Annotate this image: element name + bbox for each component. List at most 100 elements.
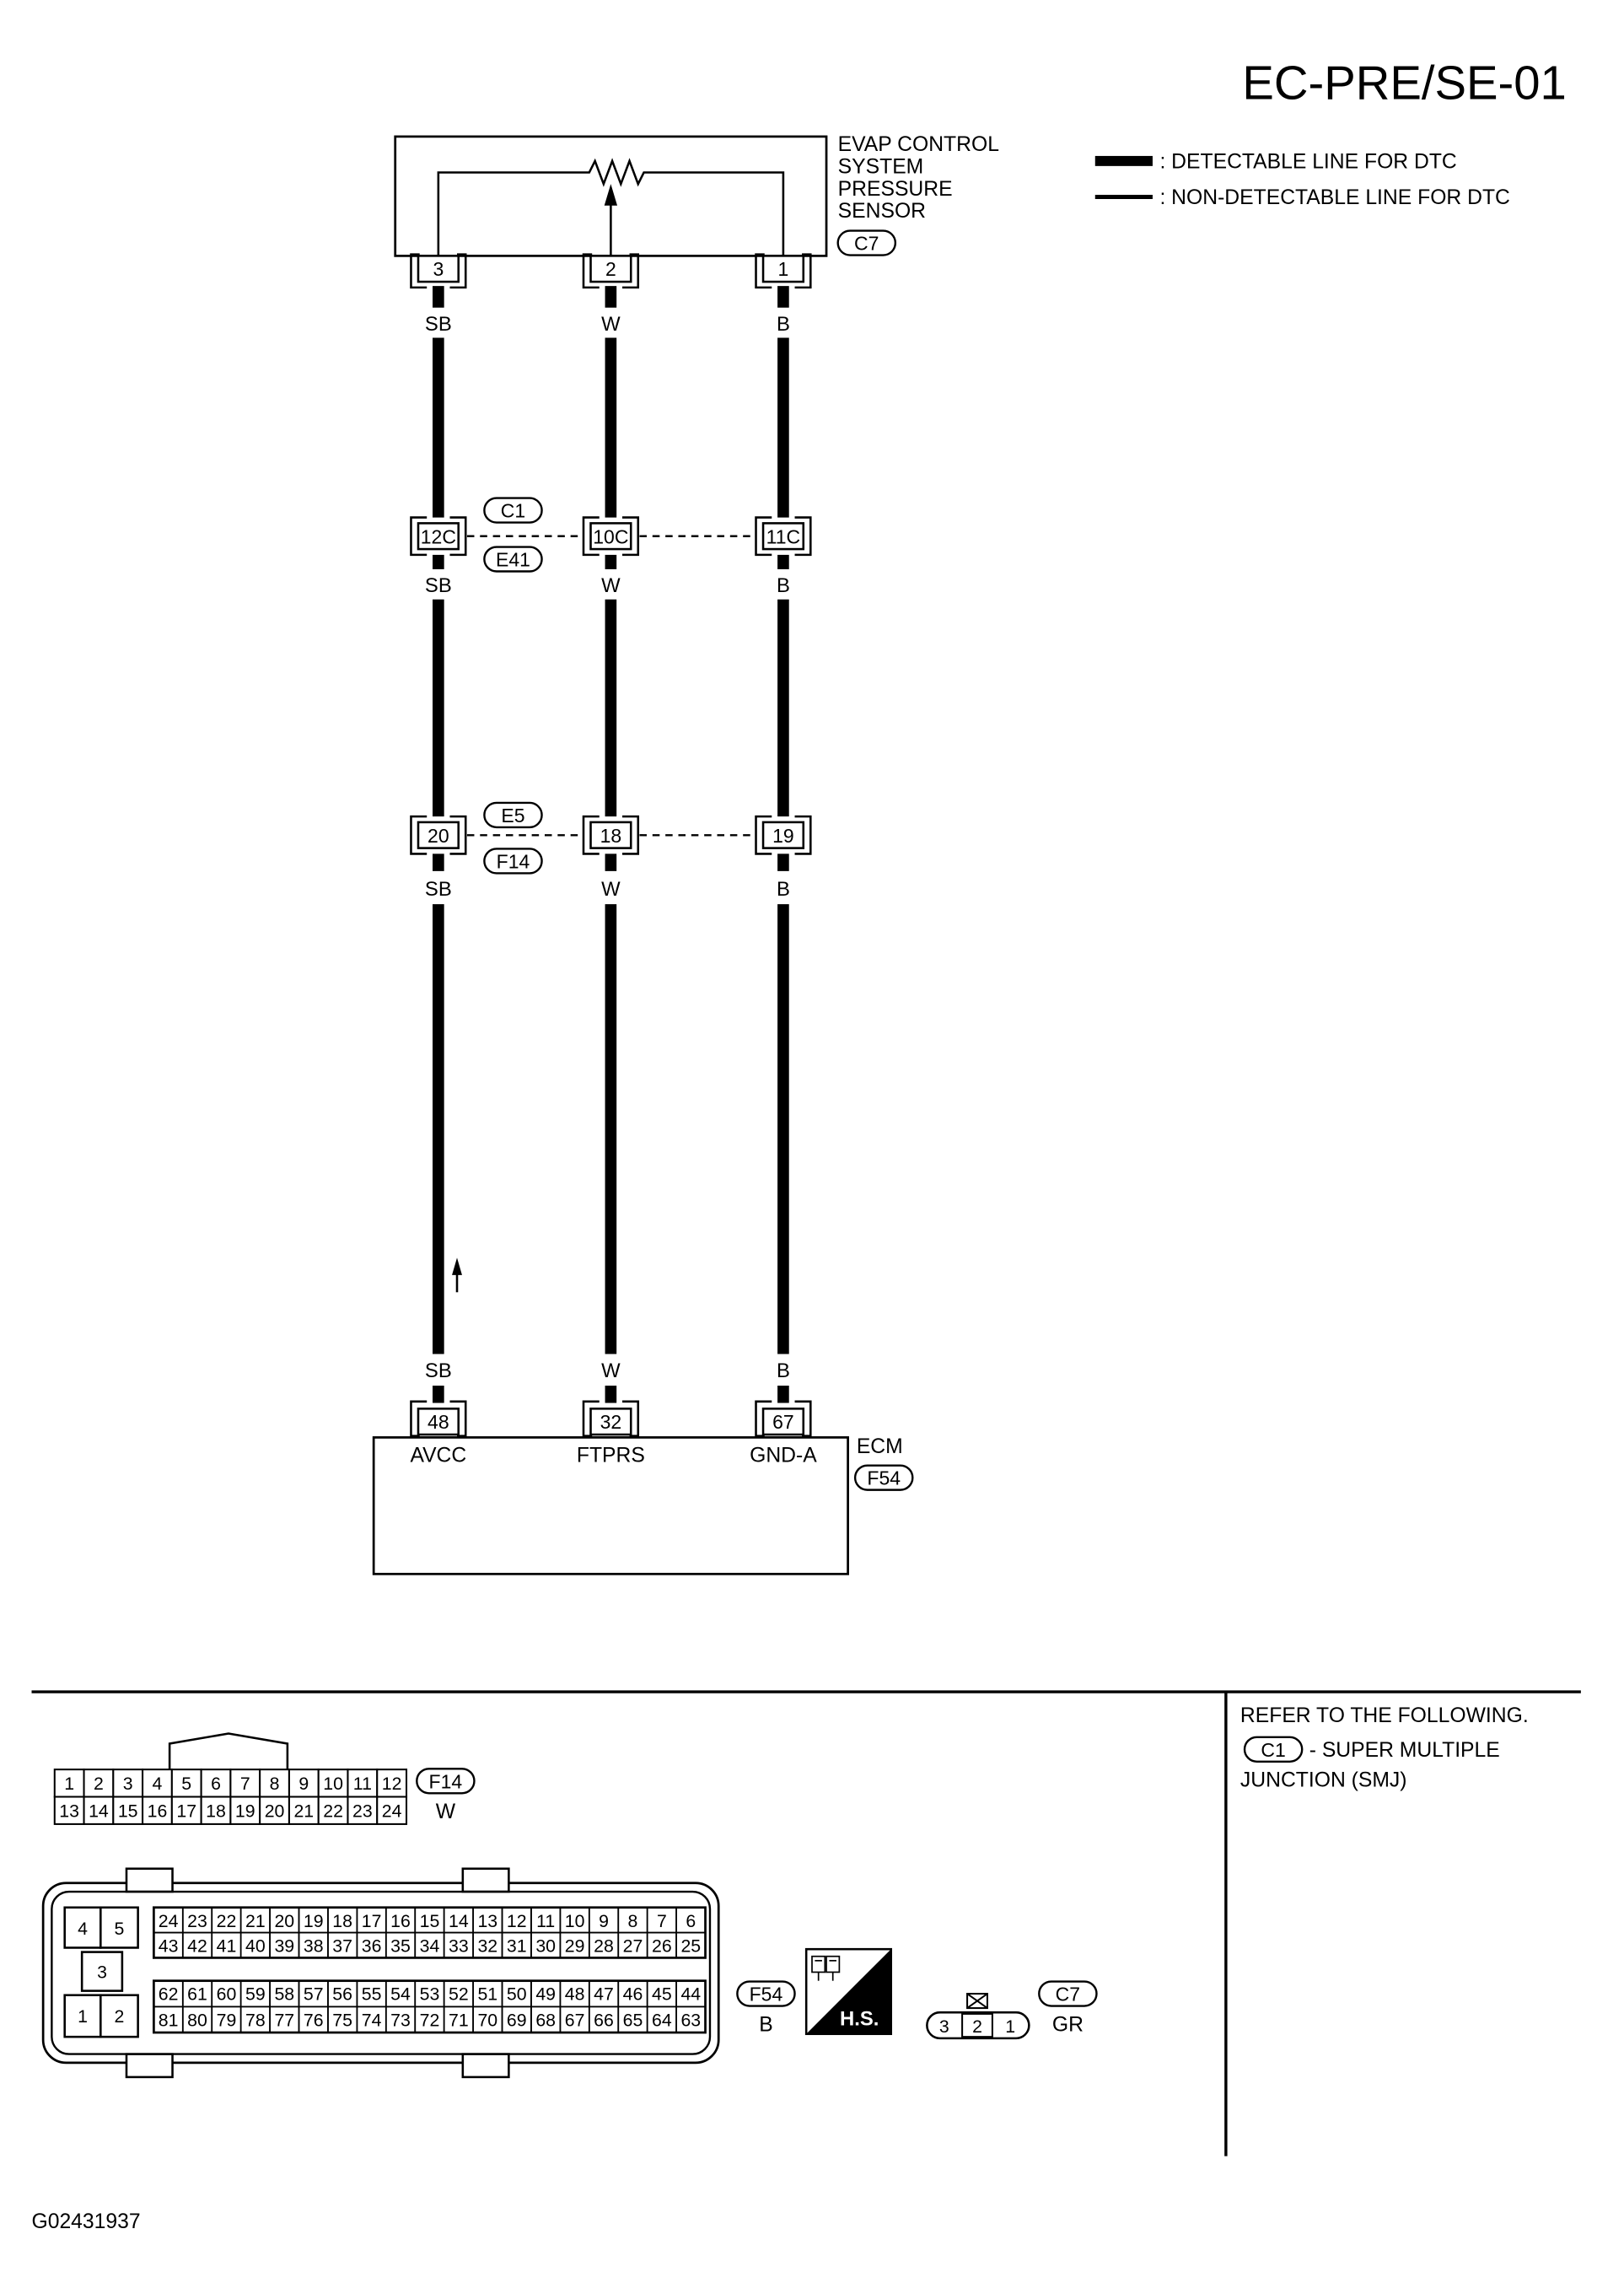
wire-color-label: SB <box>425 1359 452 1382</box>
f54-pin-number: 50 <box>507 1984 527 2005</box>
f54-pin-number: 12 <box>507 1911 527 1931</box>
f54-pin-cell <box>99 1906 139 1949</box>
sensor-name-line: EVAP CONTROL <box>838 133 999 156</box>
f54-pin-number: 76 <box>304 2010 324 2030</box>
ecm-name: ECM <box>857 1435 903 1458</box>
connector-tag-label: C7 <box>854 233 879 255</box>
connector-color-label: B <box>759 2013 772 2036</box>
sensor-connector-tag: C7 <box>836 229 897 256</box>
junction-e5-pin: 20 <box>410 815 467 855</box>
connector-tag-outline <box>853 1464 914 1491</box>
f54-pin-number: 79 <box>217 2010 237 2030</box>
f54-pin-number: 25 <box>680 1936 701 1957</box>
wire-label-background <box>590 572 632 599</box>
f14-pin-number: 20 <box>265 1801 285 1821</box>
f54-pin-number: 62 <box>159 1984 179 2005</box>
wire-color-label: W <box>601 1359 621 1382</box>
junction-c1-pin: 12C <box>410 516 467 557</box>
f54-pin-number: 63 <box>680 2010 701 2030</box>
f54-pin-number: 13 <box>477 1911 497 1931</box>
junction-e5-pin-bracket <box>582 815 640 855</box>
f14-pin-number: 16 <box>148 1801 168 1821</box>
ecm-connector-pin: 32 <box>582 1400 640 1437</box>
junction-c1-pin-bracket <box>582 516 640 557</box>
c7-housing <box>926 2011 1030 2040</box>
f54-tab <box>461 1867 510 1893</box>
junction-e5-pin-box <box>761 821 805 849</box>
f54-pin-number: 11 <box>536 1911 555 1931</box>
connector-tag-outline <box>736 1980 796 2007</box>
ecm-connector-pin-bracket <box>582 1400 640 1437</box>
ecm-connector-pin-number: 48 <box>428 1411 449 1433</box>
f54-pin-cell <box>675 1931 707 1959</box>
f14-pin-number: 8 <box>270 1774 280 1794</box>
f54-tab <box>125 1867 174 1893</box>
sensor-name-line: PRESSURE <box>838 178 953 201</box>
f54-pin-number: 57 <box>304 1984 324 2005</box>
f14-pin-number: 21 <box>293 1801 314 1821</box>
f54-pin-number: 72 <box>420 2010 440 2030</box>
wire-color-label: B <box>777 1359 790 1382</box>
f54-pin-number: 7 <box>657 1911 667 1931</box>
f54-pin-number: 47 <box>594 1984 614 2005</box>
f54-pin-number: 35 <box>390 1936 411 1957</box>
f14-pin-number: 14 <box>89 1801 109 1821</box>
sensor-connector-pin: 2 <box>582 253 640 289</box>
f14-pin-number: 9 <box>298 1774 309 1794</box>
f54-pin-number: 26 <box>652 1936 672 1957</box>
wire-label-background <box>417 310 459 336</box>
f14-pin-cell <box>112 1796 144 1825</box>
f54-power-block: 4 5 3 1 2 <box>63 1906 139 2038</box>
f54-pin-number: 54 <box>390 1984 411 2005</box>
sensor-resistor-circuit <box>437 158 785 256</box>
connector-tag-outline <box>483 497 543 524</box>
f54-pin-number: 49 <box>535 1984 556 2005</box>
ecm-terminal-name: FTPRS <box>577 1444 645 1467</box>
f54-pin-number: 24 <box>159 1911 179 1931</box>
f54-pin-number: 10 <box>565 1911 585 1931</box>
f54-pin-number: 46 <box>623 1984 643 2005</box>
f54-pin-number: 14 <box>449 1911 469 1931</box>
f54-pin-number: 21 <box>245 1911 266 1931</box>
wire-label-background <box>590 1356 632 1383</box>
junction-c1-pin-bracket <box>755 516 812 557</box>
connector-tag-label: F14 <box>497 850 530 872</box>
signal-direction-arrow <box>452 1257 462 1293</box>
f54-pin-number: 70 <box>477 2010 497 2030</box>
ecm-terminal-name: AVCC <box>410 1444 466 1467</box>
hs-badge-fill <box>806 1949 891 2034</box>
ecm: ECM F54 <box>372 1435 914 1575</box>
f54-pin-number: 18 <box>332 1911 352 1931</box>
wire-label-background <box>417 1356 459 1383</box>
wire-label-background <box>763 875 804 902</box>
f54-pin-number: 17 <box>362 1911 382 1931</box>
f54-tab <box>125 2053 174 2079</box>
harness-circuits: SBSBSBSB312C2048AVCCWWWW210C1832FTPRSBBB… <box>410 253 817 1467</box>
f54-pin-number: 42 <box>187 1936 207 1957</box>
f14-pin-number: 18 <box>206 1801 226 1821</box>
harness-side-badge: H.S. <box>804 1947 893 2036</box>
ecm-connector-pin-box <box>589 1408 632 1436</box>
f54-pin-number: 9 <box>599 1911 609 1931</box>
sensor-name-line: SENSOR <box>838 200 926 223</box>
f14-pin-number: 12 <box>382 1774 402 1794</box>
hs-badge-label: H.S. <box>840 2008 879 2031</box>
f14-pin-cell <box>376 1769 408 1798</box>
f54-pin-number: 58 <box>274 1984 294 2005</box>
sensor-connector-pin-box <box>417 255 460 283</box>
junction-c1-pin-bracket <box>410 516 467 557</box>
sensor-connector-pin-bracket <box>582 253 640 289</box>
f54-pin-cell <box>80 1951 124 1992</box>
f54-pin-cell <box>99 1994 139 2038</box>
f54-pin-number: 22 <box>217 1911 237 1931</box>
junction-e5-pin-number: 18 <box>600 825 622 847</box>
wire-label-background <box>590 310 632 336</box>
connector-tag-outline <box>1243 1736 1304 1763</box>
f54-housing-inner <box>51 1890 712 2055</box>
f14-latch <box>168 1732 289 1770</box>
f54-pin-cell <box>63 1906 102 1949</box>
ecm-connector-pin-number: 32 <box>600 1411 622 1433</box>
